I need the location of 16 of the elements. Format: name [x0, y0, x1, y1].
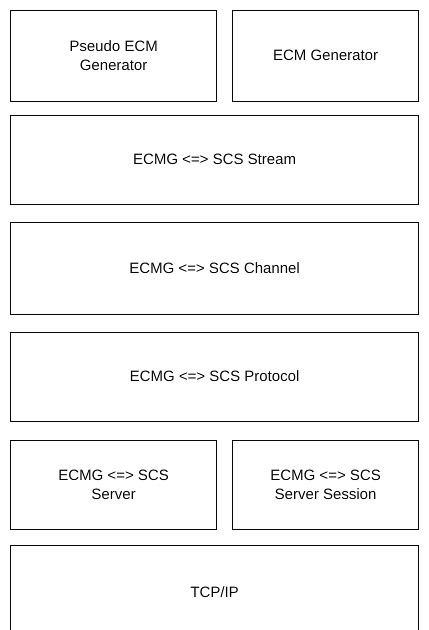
layer-label: ECMG <=> SCS Server: [57, 466, 170, 504]
layer-label: TCP/IP: [190, 582, 239, 602]
layer-label: Pseudo ECM Generator: [68, 36, 159, 76]
layer-box: [10, 10, 217, 102]
layer-label: ECMG <=> SCS Channel: [129, 258, 300, 278]
layer-label: ECMG <=> SCS Protocol: [130, 367, 300, 387]
layer-label: ECMG <=> SCS Server Session: [269, 466, 382, 504]
layer-box: [10, 440, 217, 530]
layer-label: ECM Generator: [272, 46, 378, 66]
layer-box: [10, 545, 419, 630]
layer-label: ECMG <=> SCS Stream: [133, 150, 296, 170]
layer-box: [10, 332, 419, 422]
layer-box: [10, 115, 419, 205]
layer-box: [232, 10, 419, 102]
layer-box: [10, 222, 419, 315]
layer-box: [232, 440, 419, 530]
